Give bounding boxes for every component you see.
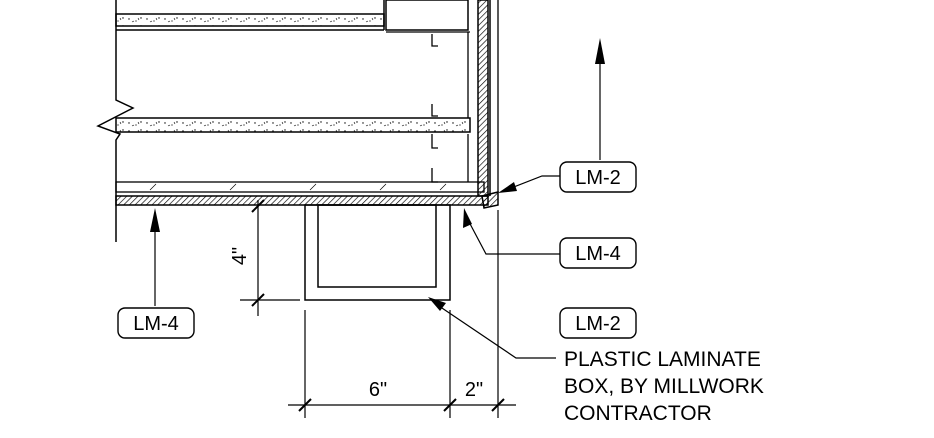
svg-text:LM-4: LM-4 [133,313,179,335]
note-line-3: CONTRACTOR [564,402,712,425]
note-line-1: PLASTIC LAMINATE [564,348,761,371]
left-break-line [96,0,135,242]
dimension-label-height: 4" [229,247,251,265]
laminate-side [477,0,489,197]
bottom-panel [115,181,485,193]
note-line-2: BOX, BY MILLWORK [564,375,764,398]
leader-up-arrow [595,38,605,160]
drawer-slides [431,32,469,183]
tag-lm4-right: LM-4 [559,237,637,269]
leader-lm4-left [150,208,160,306]
cabinet-section [96,0,499,242]
middle-shelf [115,117,471,133]
tag-lm2-top: LM-2 [559,161,637,193]
width-dimension: 6" 2" [288,210,516,418]
svg-text:LM-2: LM-2 [575,313,621,335]
svg-text:LM-2: LM-2 [575,167,621,189]
top-shelf [115,13,385,27]
corner-trim [481,191,499,209]
svg-text:LM-4: LM-4 [575,243,621,265]
height-dimension: 4" [229,199,300,316]
dimension-label-width-a: 6" [369,379,387,401]
dimension-label-width-b: 2" [465,379,483,401]
upper-drawer-box [385,0,469,31]
laminate-bottom [115,195,489,206]
leader-lm4-right [463,208,560,255]
material-note: PLASTIC LAMINATE BOX, BY MILLWORK CONTRA… [564,348,764,425]
leader-lm2-top [498,175,560,193]
tag-lm2-lower: LM-2 [559,307,637,339]
leader-note [428,297,556,359]
tag-lm4-left: LM-4 [117,307,195,339]
laminate-box [304,204,451,301]
